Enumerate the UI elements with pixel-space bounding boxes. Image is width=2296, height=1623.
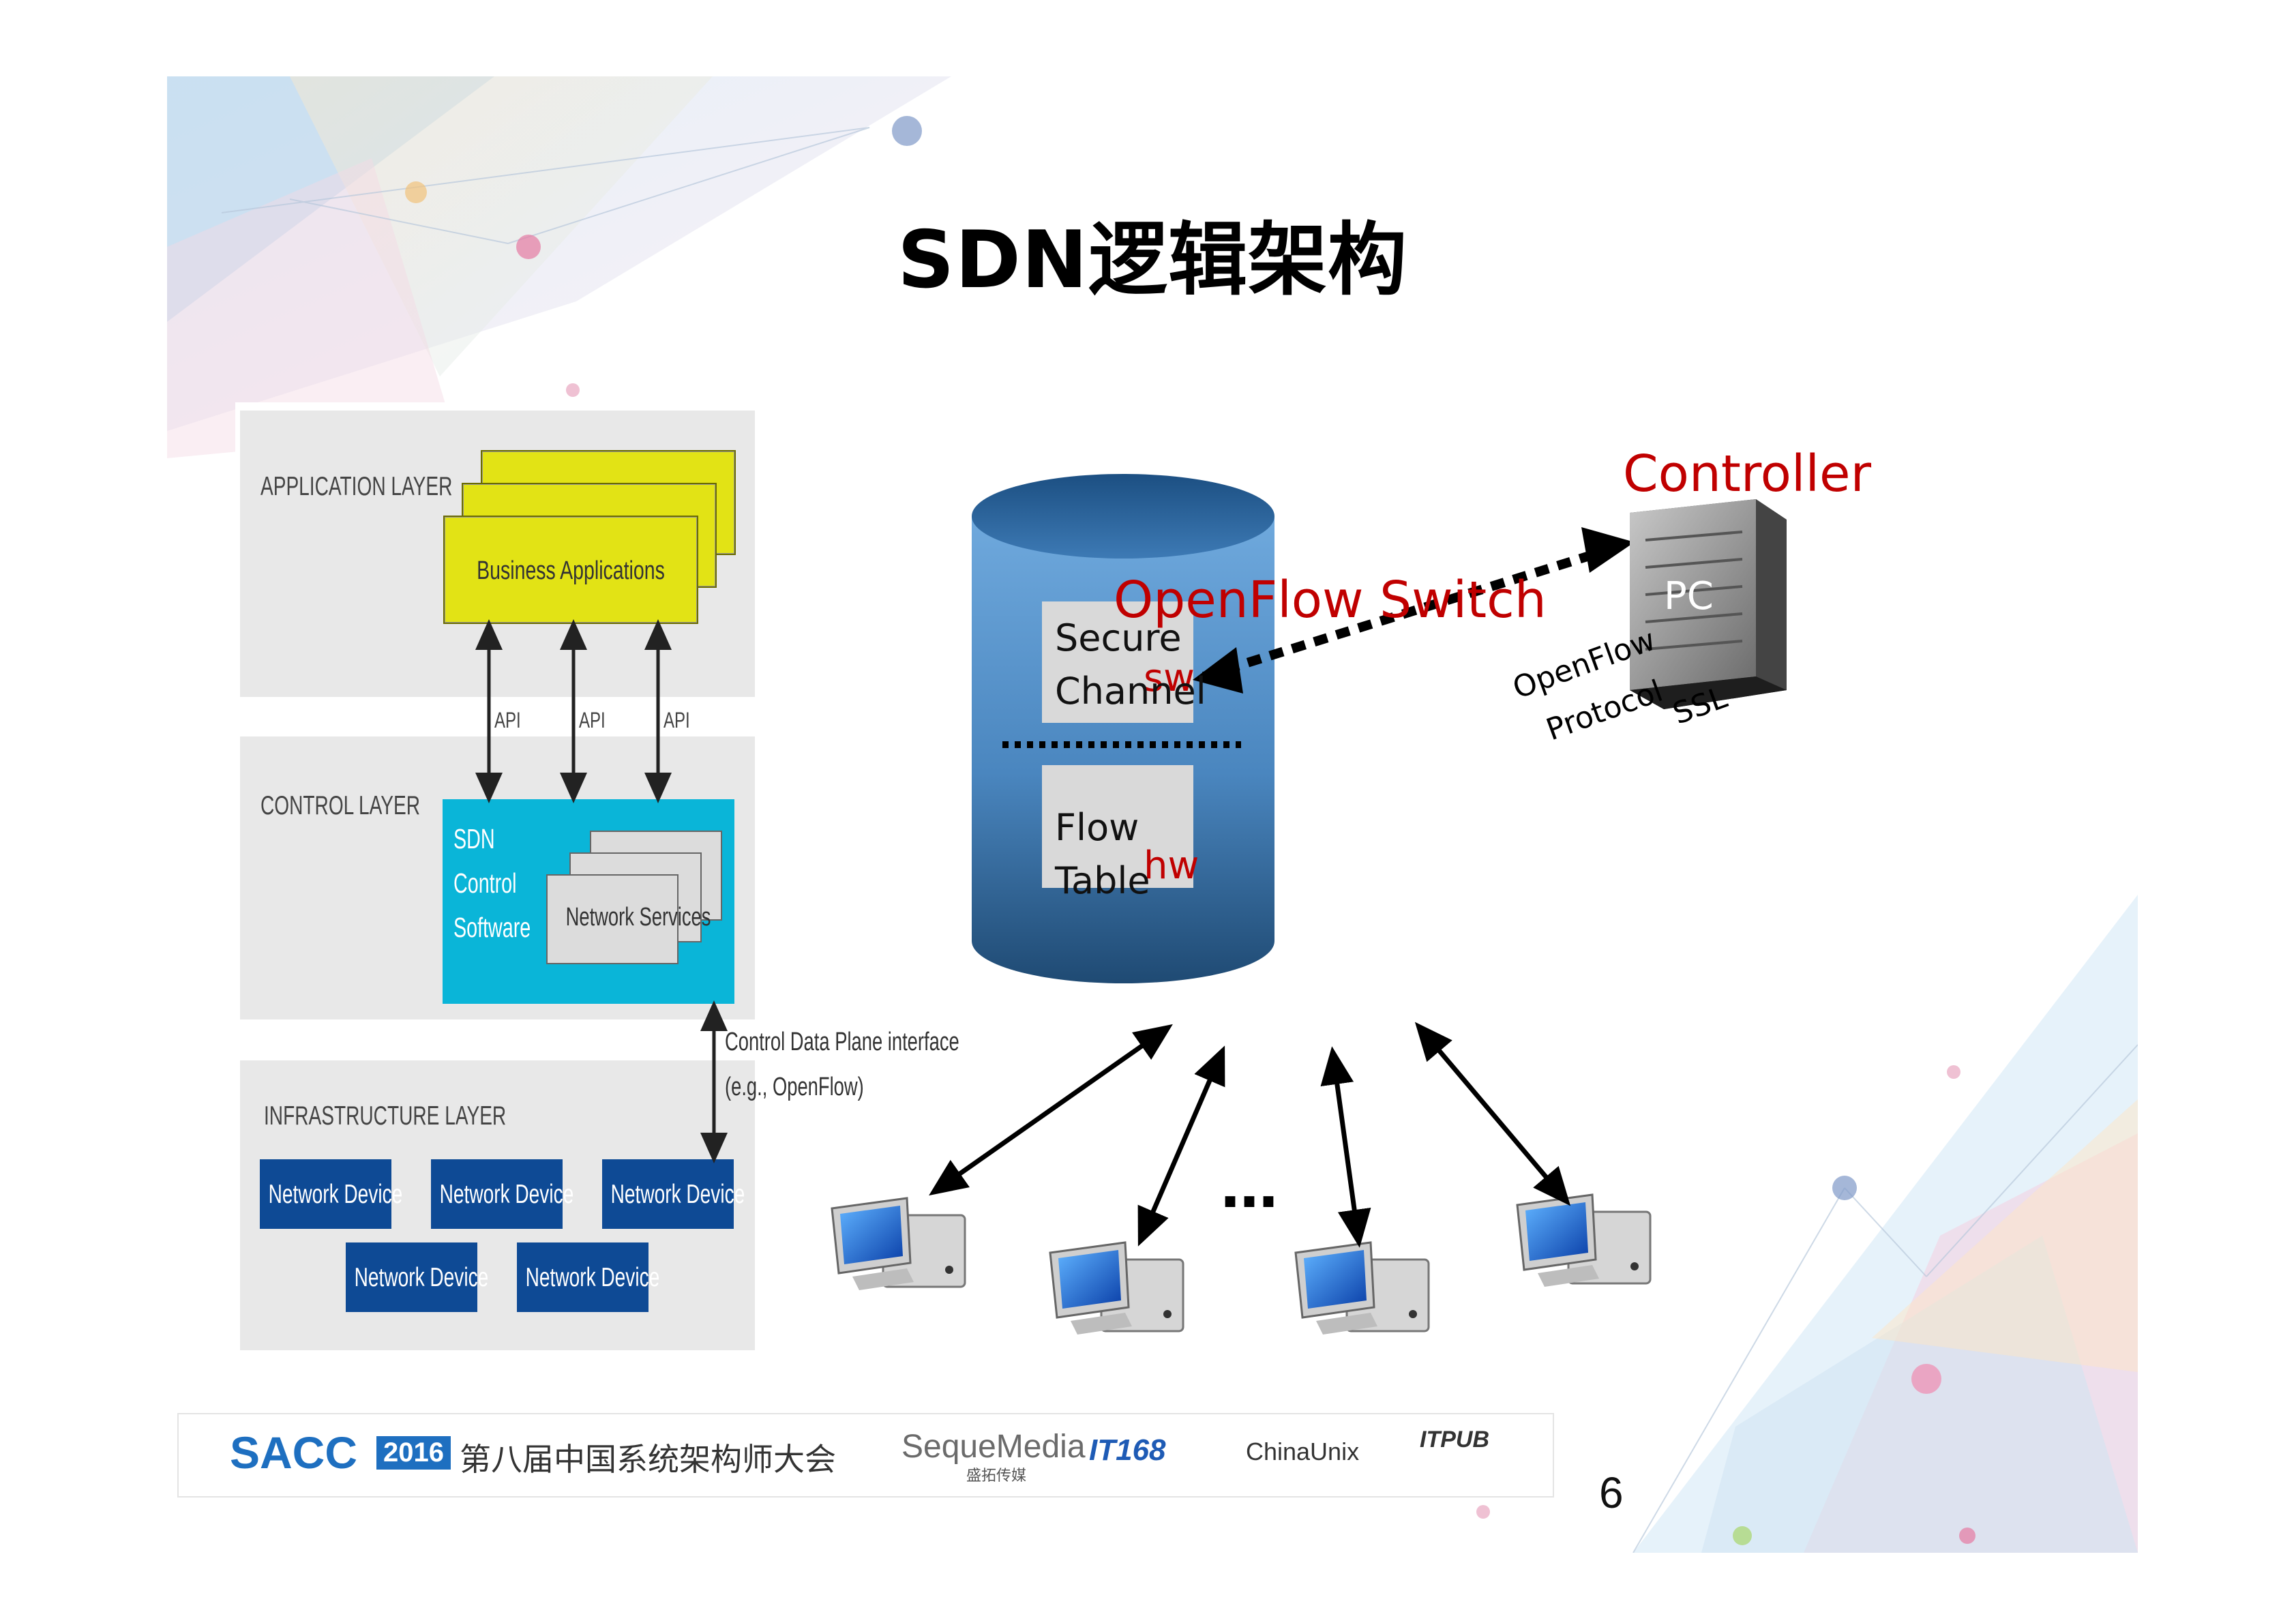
footer-banner: SACC 2016 第八届中国系统架构师大会 SequeMedia 盛拓传媒 I… [177,1413,1554,1498]
host-computer-icon [1049,1241,1184,1335]
sdn-line-3: Software [453,912,531,943]
host-link-arrow [1320,1046,1371,1248]
cdp-line-2: (e.g., OpenFlow) [725,1073,864,1101]
hw-label: hw [1144,844,1199,888]
host-computer-icon [1516,1193,1652,1287]
sdn-layer-figure: APPLICATION LAYER Business Applications … [235,402,959,1354]
flow-table-label: Flow Table [1055,801,1150,908]
flow-table-box [1042,765,1193,888]
slide: SDN逻辑架构 APPLICATION LAYER Business Appli… [167,76,2138,1553]
sacc-year: 2016 [376,1436,451,1470]
chinaunix-logo: ChinaUnix [1246,1438,1360,1465]
infrastructure-layer-label: INFRASTRUCTURE LAYER [264,1101,507,1131]
api-label: API [579,708,606,732]
sdn-control-software-label: SDN Control Software [453,817,531,950]
sdn-line-2: Control [453,867,517,899]
layer-arrows [475,619,728,1163]
network-device-label: Network Device [354,1263,489,1292]
business-applications-label: Business Applications [477,556,665,585]
controller-server-icon [1630,499,1787,709]
control-data-plane-label: Control Data Plane interface (e.g., Open… [725,1019,959,1110]
sacc-logo: SACC [230,1427,358,1478]
sequemedia-logo: SequeMedia [901,1429,1086,1465]
application-layer-label: APPLICATION LAYER [260,472,453,501]
network-device: Network Device [431,1159,574,1229]
host-link-arrow [929,1024,1173,1196]
network-device: Network Device [346,1242,489,1312]
page-number: 6 [1599,1468,1624,1517]
slide-title: SDN逻辑架构 [897,214,1407,306]
host-link-arrow [1137,1045,1225,1247]
network-device: Network Device [517,1242,660,1312]
openflow-protocol-arrow [1193,527,1635,694]
cdp-line-1: Control Data Plane interface [725,1028,959,1056]
network-device: Network Device [602,1159,745,1229]
it168-logo: IT168 [1089,1433,1166,1467]
api-label: API [664,708,690,732]
network-device-label: Network Device [439,1180,574,1209]
controller-title: Controller [1623,445,1872,503]
flow-line-1: Flow [1055,806,1139,849]
pc-label: PC [1664,574,1714,619]
secure-channel-box [1042,601,1193,723]
openflow-diagram [831,474,1787,1335]
secure-line-1: Secure [1055,616,1182,659]
business-applications: Business Applications [443,516,698,624]
network-device-label: Network Device [525,1263,660,1292]
flow-line-2: Table [1055,859,1150,902]
host-computer-icon [831,1197,966,1290]
api-label: API [494,708,521,732]
network-device: Network Device [260,1159,403,1229]
sdn-line-1: SDN [453,823,495,854]
host-computer-icon [1294,1241,1430,1335]
network-device-label: Network Device [610,1180,745,1209]
openflow-switch-title: OpenFlow Switch [1114,571,1547,629]
sequemedia-cn: 盛拓传媒 [966,1468,1027,1485]
more-hosts-ellipsis: … [1221,1154,1278,1221]
secure-channel-label: Secure Channel [1055,612,1206,718]
network-device-label: Network Device [268,1180,403,1209]
secure-line-2: Channel [1055,670,1206,713]
conference-name: 第八届中国系统架构师大会 [460,1441,836,1478]
background-decoration [167,76,2138,1553]
control-layer-label: CONTROL LAYER [260,791,421,820]
host-link-arrow [1414,1022,1571,1206]
itpub-logo: ITPUB [1420,1427,1489,1453]
sw-label: sw [1144,656,1195,700]
